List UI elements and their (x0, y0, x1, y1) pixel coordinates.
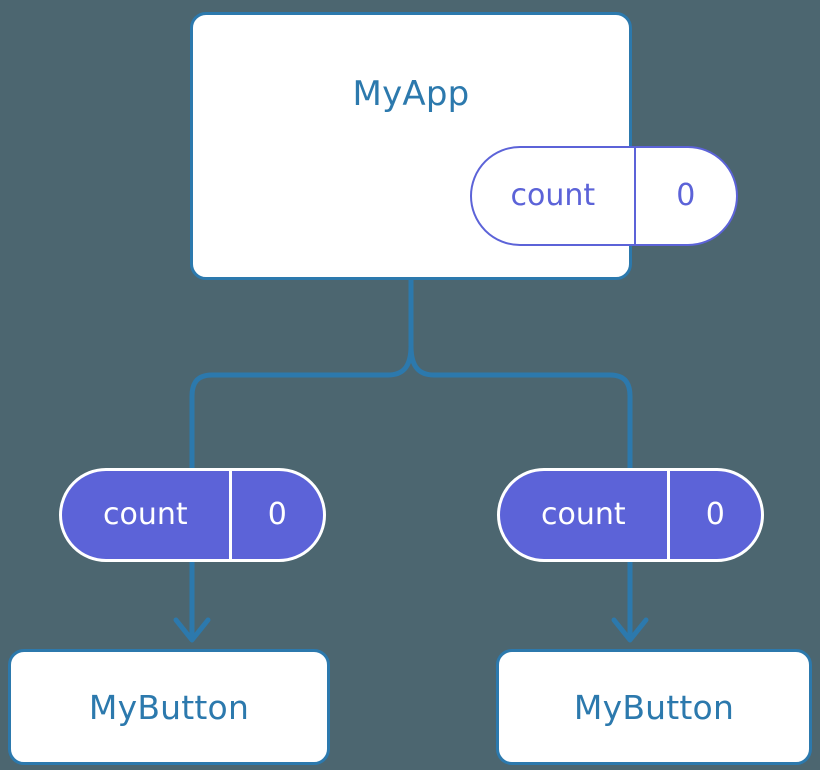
prop-pill-value: 0 (705, 497, 725, 532)
component-box-myapp[interactable]: MyApp count 0 (190, 12, 738, 280)
prop-pill-value: 0 (267, 497, 287, 532)
component-box-mybutton-right[interactable]: MyButton (496, 649, 812, 765)
component-title-mybutton: MyButton (573, 687, 735, 727)
prop-pill-right-count[interactable]: count 0 (497, 468, 764, 562)
prop-pill-left-count[interactable]: count 0 (59, 468, 326, 562)
arrow-right-head-icon (611, 617, 649, 643)
component-title-myapp: MyApp (352, 74, 470, 114)
component-box-mybutton-left[interactable]: MyButton (8, 649, 330, 765)
state-pill-value: 0 (676, 178, 696, 213)
split-left-line (189, 345, 414, 470)
state-pill-key: count (472, 148, 636, 244)
prop-pill-key: count (62, 471, 232, 559)
state-pill-myapp-count[interactable]: count 0 (470, 146, 738, 246)
prop-pill-key: count (500, 471, 670, 559)
split-right-line (408, 345, 633, 470)
component-title-mybutton: MyButton (88, 687, 250, 727)
arrow-left-head-icon (173, 617, 211, 643)
